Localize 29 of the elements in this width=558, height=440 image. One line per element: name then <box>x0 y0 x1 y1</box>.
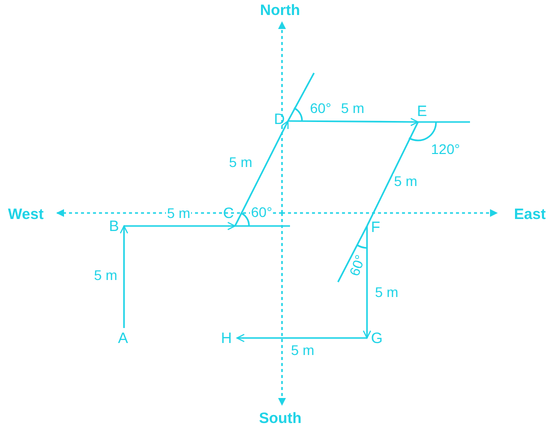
point-label: G <box>371 331 383 347</box>
point-label: B <box>109 219 120 235</box>
direction-label: South <box>258 411 302 426</box>
angle-label: 60° <box>250 205 274 220</box>
point-label: H <box>221 331 232 347</box>
edge-label: 5 m <box>166 206 192 221</box>
arrow <box>236 334 367 342</box>
edge-label: 5 m <box>290 343 316 358</box>
edge-label: 5 m <box>228 155 254 170</box>
line <box>366 122 419 226</box>
arrow <box>234 120 289 226</box>
arrow <box>120 225 128 328</box>
direction-label: North <box>259 3 301 18</box>
point-label: A <box>118 331 128 347</box>
angle-label: 120° <box>430 142 461 157</box>
angle-label: 60° <box>309 101 332 116</box>
arrow <box>124 222 236 230</box>
angle-label: 60° <box>346 252 369 279</box>
point-label: C <box>223 206 234 222</box>
edge-label: 5 m <box>93 268 118 283</box>
direction-label: West <box>7 207 45 222</box>
point-label: E <box>417 104 428 120</box>
direction-label: East <box>513 207 547 222</box>
arrow <box>362 226 372 339</box>
edge-label: 5 m <box>340 101 366 116</box>
edge-label: 5 m <box>374 285 400 300</box>
point-label: F <box>371 220 380 236</box>
arrow <box>288 118 419 126</box>
edge-label: 5 m <box>393 174 418 189</box>
